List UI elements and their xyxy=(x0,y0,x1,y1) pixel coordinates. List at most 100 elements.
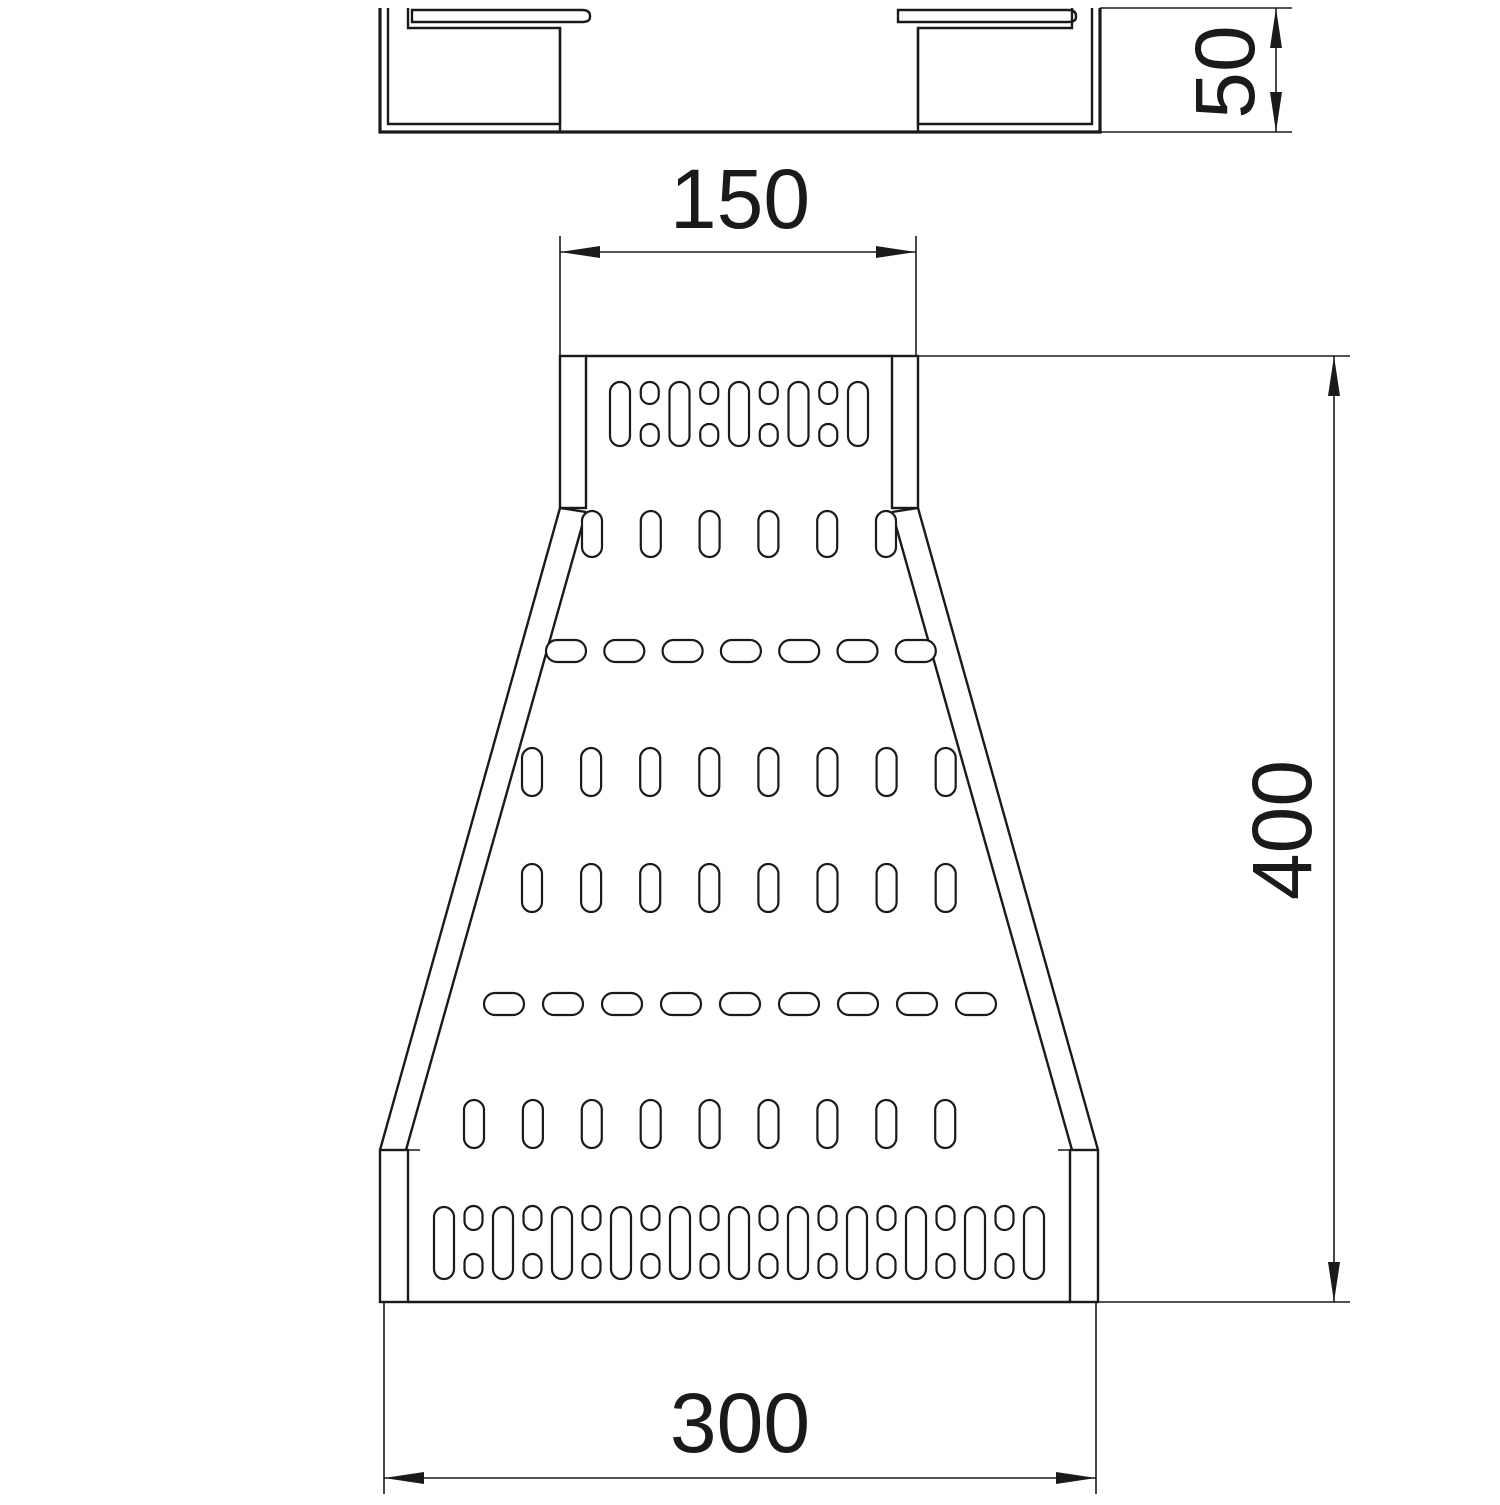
dim-400-arrow-top xyxy=(1328,356,1340,396)
perforation-slot xyxy=(520,862,544,914)
perforation-slot xyxy=(639,509,662,559)
perforation-slot xyxy=(816,746,839,798)
perforation-slot xyxy=(757,1098,780,1150)
perforation-slot xyxy=(963,1205,987,1281)
perforation-slot xyxy=(639,422,660,448)
perforation-slot xyxy=(758,380,779,406)
perforation-slot xyxy=(758,422,779,448)
perforation-slot xyxy=(668,1205,692,1281)
perforation-slot xyxy=(639,746,662,798)
perforation-slot xyxy=(463,1252,484,1280)
perforation-slot xyxy=(522,1252,543,1280)
perforation-slot xyxy=(581,1204,602,1232)
perforation-slot xyxy=(787,380,810,448)
perforation-slot xyxy=(580,509,604,559)
perforation-slot xyxy=(786,1205,810,1281)
dim-150-arrow-left xyxy=(560,246,600,258)
perforation-slot xyxy=(876,1252,897,1280)
perforation-slot xyxy=(894,638,937,664)
perforation-slot xyxy=(818,422,839,448)
perforation-slot xyxy=(816,509,839,559)
perforation-slot xyxy=(934,1098,957,1150)
top-left-side-wall xyxy=(558,354,588,510)
right-tapered-wall xyxy=(890,506,1100,1151)
perforation-slot xyxy=(758,1252,779,1280)
perforation-slot xyxy=(718,991,762,1017)
perforation-slot xyxy=(661,638,704,664)
perforation-slot xyxy=(758,1204,779,1232)
bottom-left-side-wall xyxy=(378,1148,410,1304)
dim-bottom-width: 300 xyxy=(383,1302,1097,1494)
dim-150-label: 150 xyxy=(670,152,810,246)
perforation-slot xyxy=(520,746,544,798)
perforation-slot xyxy=(432,1205,456,1281)
dim-length: 400 xyxy=(918,355,1350,1303)
perforation-slot xyxy=(836,638,879,664)
perforation-slot xyxy=(600,991,644,1017)
perforation-slot xyxy=(521,1098,545,1150)
perforation-slot xyxy=(954,991,998,1017)
dim-400-arrow-bottom xyxy=(1328,1262,1340,1302)
perforation-slot xyxy=(875,862,898,914)
perforation-slot xyxy=(699,1252,720,1280)
dim-400-label: 400 xyxy=(1235,760,1329,900)
perforation-slot xyxy=(895,991,939,1017)
perforation-slot xyxy=(659,991,703,1017)
top-right-side-wall xyxy=(890,354,920,510)
perforation-slot xyxy=(845,1205,869,1281)
plan-view xyxy=(378,354,1100,1304)
perforation-slot xyxy=(846,380,870,448)
perforation-slot xyxy=(727,1205,751,1281)
perforation-slot xyxy=(580,1098,603,1150)
perforation-pattern xyxy=(432,380,1046,1281)
side-view-left-inner xyxy=(386,8,562,126)
dim-300-arrow-right xyxy=(1056,1472,1096,1484)
perforation-slot xyxy=(836,991,880,1017)
perforation-slot xyxy=(757,746,780,798)
perforation-slot xyxy=(719,638,763,664)
perforation-slot xyxy=(757,862,780,914)
perforation-slot xyxy=(777,991,821,1017)
perforation-slot xyxy=(550,1205,574,1281)
perforation-slot xyxy=(994,1204,1015,1232)
perforation-slot xyxy=(699,380,720,406)
perforation-slot xyxy=(640,1204,661,1232)
perforation-slot xyxy=(462,1098,486,1150)
bottom-right-side-wall xyxy=(1068,1148,1100,1304)
perforation-slot xyxy=(875,746,898,798)
perforation-slot xyxy=(639,1098,662,1150)
perforation-slot xyxy=(640,1252,661,1280)
dim-300-arrow-left xyxy=(384,1472,424,1484)
dim-300-label: 300 xyxy=(670,1376,810,1470)
perforation-slot xyxy=(698,746,721,798)
dim-top-width: 150 xyxy=(559,152,917,356)
perforation-slot xyxy=(668,380,691,448)
perforation-slot xyxy=(934,746,957,798)
perforation-slot xyxy=(816,862,839,914)
perforation-slot xyxy=(579,746,603,798)
perforation-slot xyxy=(935,1252,956,1280)
perforation-slot xyxy=(698,509,721,559)
perforation-slot xyxy=(482,991,526,1017)
side-view-right-inner xyxy=(916,8,1094,126)
side-view-outline xyxy=(378,8,1102,134)
perforation-slot xyxy=(904,1205,928,1281)
perforation-slot xyxy=(817,1204,838,1232)
perforation-slot xyxy=(609,1205,633,1281)
perforation-slot xyxy=(608,380,632,448)
perforation-slot xyxy=(544,638,588,664)
perforation-slot xyxy=(934,862,957,914)
perforation-slot xyxy=(603,638,646,664)
side-view-joint-lines xyxy=(558,28,920,132)
wall-fold-lines xyxy=(585,512,893,540)
perforation-slot xyxy=(778,638,821,664)
side-view: 50 xyxy=(378,7,1292,134)
perforation-slot xyxy=(699,422,720,448)
perforation-slot xyxy=(463,1204,484,1232)
perforation-slot xyxy=(994,1252,1015,1280)
perforation-slot xyxy=(491,1205,515,1281)
dim-50-label: 50 xyxy=(1178,25,1272,118)
perforation-slot xyxy=(698,1098,721,1150)
